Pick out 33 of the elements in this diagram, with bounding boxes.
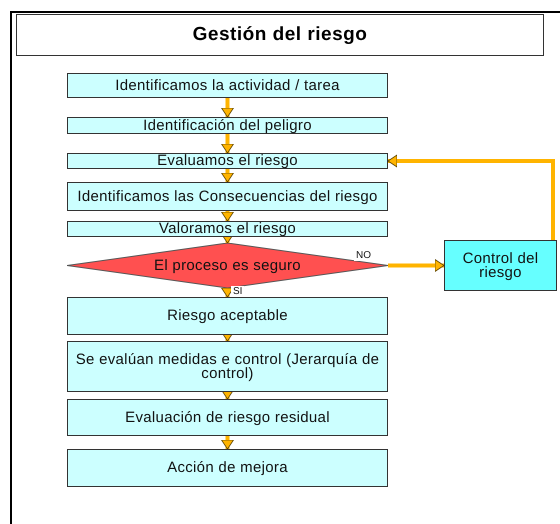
node-text: El proceso es seguro	[154, 258, 301, 272]
node-text: Evaluamos el riesgo	[157, 154, 298, 168]
arrow	[388, 154, 555, 240]
node-text: Identificamos la actividad / tarea	[115, 78, 340, 92]
process-box	[67, 449, 388, 487]
node-text: Evaluación de riesgo residual	[125, 410, 330, 424]
process-box	[67, 221, 388, 237]
process-box	[444, 240, 557, 291]
process-box	[67, 297, 388, 335]
node-text: Valoramos el riesgo	[158, 222, 296, 236]
process-box	[67, 341, 388, 392]
node-text: Identificación del peligro	[143, 118, 312, 132]
process-box	[67, 399, 388, 436]
node-text: Acción de mejora	[167, 461, 288, 475]
node-text: Riesgo aceptable	[167, 309, 288, 323]
arrow	[221, 390, 234, 400]
node-text: Control del riesgo	[462, 252, 540, 280]
decision-diamond	[67, 243, 388, 288]
process-box	[67, 153, 388, 169]
arrow	[221, 436, 234, 450]
node-text: Identificamos las Consecuencias del riesgo	[77, 190, 378, 204]
arrow	[221, 134, 234, 154]
arrow	[221, 169, 234, 182]
arrow	[388, 259, 444, 272]
edge-label: SI	[231, 286, 244, 297]
arrow	[221, 211, 234, 222]
process-box	[67, 117, 388, 134]
process-box	[67, 182, 388, 211]
arrow	[221, 98, 234, 118]
node-text: Se evalúan medidas e control (Jerarquía de control)	[74, 352, 380, 380]
title-box: Gestión del riesgo	[16, 14, 544, 56]
process-box	[67, 73, 388, 98]
edge-label: NO	[354, 250, 373, 261]
